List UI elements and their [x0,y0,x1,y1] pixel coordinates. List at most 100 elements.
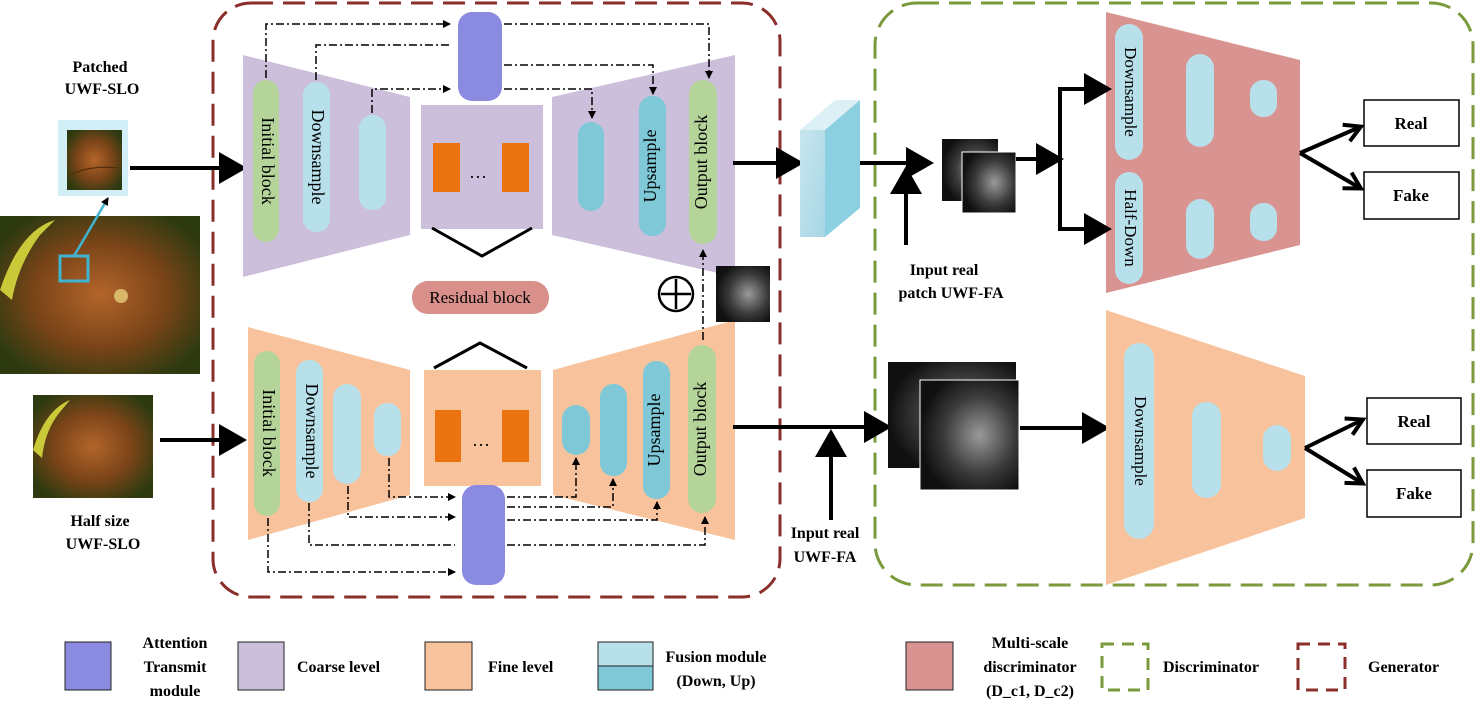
fine-initial-block-label: Initial block [259,389,279,476]
coarse-initial-block-label: Initial block [258,117,278,204]
legend-attention-2: Transmit [144,659,207,676]
legend-coarse: Coarse level [297,659,381,676]
half-label-1: Half size [70,513,129,530]
to-fake-bottom-arrow [1303,446,1367,486]
input-real-patch-label-1: Input real [910,262,979,279]
fa-patch-thumbnail [716,266,770,322]
disc-top-downsample [1115,24,1143,160]
input-real-full-label-2: UWF-FA [794,549,857,566]
legend-coarse-swatch [237,641,285,691]
patched-label-2: UWF-SLO [65,81,140,98]
disc-top-block-3 [1186,199,1214,259]
residual-block [412,281,549,314]
fa-full-image-2 [919,379,1020,491]
real-bottom-label: Real [1397,412,1430,431]
fine-attention-module [462,485,505,585]
coarse-attention-module [458,12,502,101]
legend-multiscale-3: (D_c1, D_c2) [986,683,1074,700]
legend: Attention Transmit module Coarse level F… [64,635,1439,700]
fine-res-block-1 [435,410,461,462]
coarse-downsample-block [303,82,330,232]
fine-encoder [248,327,410,540]
fine-upsample-block [643,361,670,499]
legend-discriminator: Discriminator [1163,659,1259,676]
half-slo-image [33,395,153,498]
full-slo-image [0,216,200,374]
disc-top-block-2 [1250,80,1277,117]
fine-downsample-block [296,360,323,502]
fine-fusion-up-1 [562,405,590,455]
to-real-bottom-arrow [1304,416,1367,450]
legend-fine-swatch [424,641,473,691]
coarse-output-block-label: Output block [691,115,711,210]
legend-generator: Generator [1368,659,1439,676]
fake-bottom-box [1366,469,1462,518]
zoom-link-arrow [72,197,110,257]
disc-top-block-1 [1186,54,1214,147]
real-top-label: Real [1394,114,1427,133]
fine-downsample-label: Downsample [302,384,322,479]
fake-bottom-label: Fake [1396,484,1432,503]
coarse-bracket [431,226,533,258]
coarse-output-block [689,80,717,244]
legend-fusion-1: Fusion module [666,649,767,666]
fine-upsample-label: Upsample [644,393,664,466]
coarse-res-block-1 [433,143,460,192]
legend-generator-swatch [1296,642,1347,692]
disc-top-halfdown-label: Half-Down [1121,189,1140,267]
coarse-upsample-block [639,96,666,236]
legend-multiscale-2: discriminator [983,659,1076,676]
fake-top-label: Fake [1393,186,1429,205]
real-bottom-box [1366,397,1462,445]
fine-output-block [688,345,716,513]
patched-label-1: Patched [72,59,127,76]
disc-bottom-downsample [1124,343,1154,539]
output-cube [800,100,860,237]
coarse-fusion-down [359,115,386,210]
to-fake-top-arrow [1298,151,1365,191]
coarse-res-block-2 [502,143,529,192]
discriminator-border [873,1,1475,587]
fine-skip-connections [267,457,709,576]
disc-bottom-downsample-label: Downsample [1131,396,1150,486]
residual-block-label: Residual block [429,288,531,307]
coarse-ellipsis: … [469,162,487,182]
disc-top-downsample-label: Downsample [1121,47,1140,137]
legend-fusion-2: (Down, Up) [676,673,755,690]
input-real-patch-label-2: patch UWF-FA [898,285,1003,302]
fine-fusion-up-2 [600,384,627,476]
fine-initial-block [254,351,280,516]
input-real-full-label-1: Input real [791,525,860,542]
coarse-skip-connections [265,20,713,119]
disc-bottom-block-2 [1263,425,1291,471]
legend-attention-3: module [150,683,201,700]
fa-patch-image-2 [961,151,1017,214]
disc-top-halfdown [1115,172,1143,284]
generator-border [211,1,782,599]
half-label-2: UWF-SLO [66,536,141,553]
coarse-upsample-label: Upsample [640,129,660,202]
patched-slo-image [58,120,128,196]
fine-output-block-label: Output block [690,382,710,477]
fine-ellipsis: … [472,430,490,450]
fine-res-block-2 [502,410,529,462]
coarse-initial-block [253,80,279,242]
legend-fusion-down-swatch [597,641,654,667]
to-real-top-arrow [1299,122,1365,155]
coarse-fusion-up [578,122,604,211]
fine-fusion-down-1 [333,384,361,484]
fine-fusion-down-2 [374,403,401,456]
real-top-box [1363,99,1460,147]
legend-fusion-up-swatch [597,665,654,691]
legend-discriminator-swatch [1100,642,1150,692]
disc-top-block-4 [1250,203,1277,241]
fake-top-box [1363,171,1460,220]
legend-fine: Fine level [488,659,554,676]
fine-bracket [433,341,528,370]
legend-attention-swatch [64,641,112,691]
coarse-downsample-label: Downsample [308,110,328,205]
legend-multiscale-swatch [905,641,954,691]
disc-bottom-block-1 [1192,402,1221,498]
